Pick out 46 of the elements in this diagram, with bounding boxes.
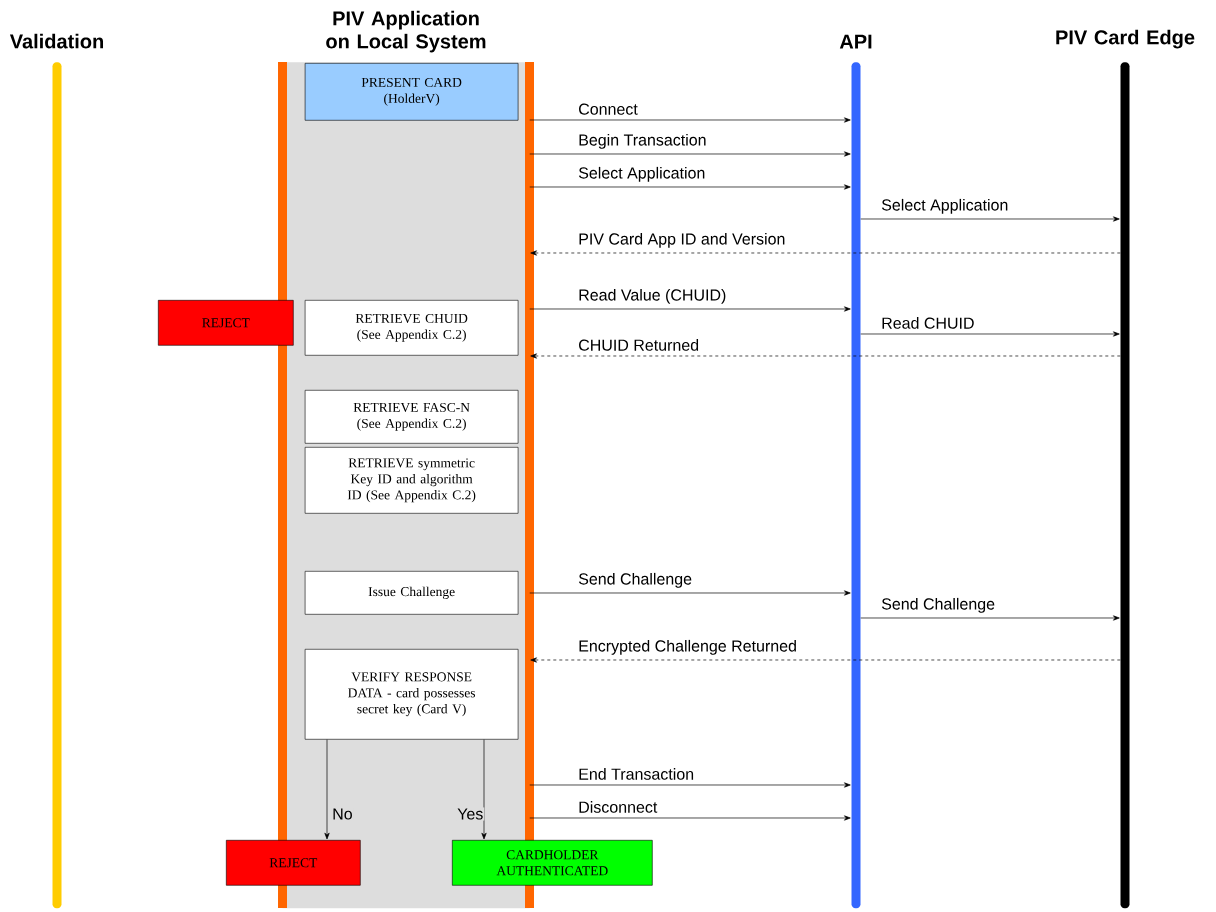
arrow [530, 353, 1121, 359]
node-label: PIV Application on Local System [326, 10, 486, 53]
process-box: RETRIEVE CHUID (See Appendix C.2) [304, 300, 519, 356]
edge-label: Disconnect [577, 800, 659, 814]
edge-label: Select Application [577, 165, 707, 183]
outcome-box: CARDHOLDER AUTHENTICATED [452, 840, 653, 886]
process-box: PRESENT CARD (HolderV) [304, 63, 519, 121]
edge-label: Connect [577, 102, 639, 116]
lifeline: API [839, 34, 872, 909]
arrow [529, 184, 851, 190]
edge-label: Read Value (CHUID) [577, 287, 728, 305]
arrow [529, 151, 851, 157]
arrow [529, 782, 851, 788]
edge-label: Send Challenge [577, 571, 694, 589]
edge-label: Yes [456, 807, 485, 821]
edge-label: PIV Card App ID and Version [577, 231, 787, 249]
arrow [530, 250, 1121, 256]
arrow [481, 739, 487, 840]
arrow [530, 657, 1121, 663]
process-box: RETRIEVE FASC-N (See Appendix C.2) [304, 390, 519, 444]
arrow [529, 590, 851, 596]
edge-label: Select Application [880, 197, 1010, 215]
arrow [529, 306, 851, 312]
edge-label: Encrypted Challenge Returned [577, 638, 798, 656]
arrow [529, 117, 851, 123]
edge-label: Send Challenge [880, 596, 997, 614]
lifeline: PIV Card Edge [1056, 29, 1195, 909]
reject-box: REJECT [226, 840, 361, 886]
node-label: API [839, 34, 872, 49]
edge-label: CHUID Returned [577, 338, 701, 352]
process-box: Issue Challenge [304, 571, 519, 615]
arrow [529, 815, 851, 821]
node-label: Validation [9, 33, 104, 49]
arrow [860, 216, 1120, 222]
lifeline: Validation [9, 33, 103, 909]
arrow [324, 739, 330, 840]
edge-label: Begin Transaction [577, 132, 708, 150]
arrow [860, 615, 1120, 621]
arrow [860, 331, 1120, 337]
node-label: PIV Card Edge [1056, 29, 1195, 49]
reject-box: REJECT [158, 300, 294, 346]
process-box: RETRIEVE symmetric Key ID and algorithm ID (See Appendix C.2) [304, 447, 519, 514]
process-box: VERIFY RESPONSE DATA - card possesses secret key (Card V) [304, 649, 519, 740]
edge-label: End Transaction [577, 767, 696, 781]
edge-label: Read CHUID [880, 316, 976, 330]
edge-label: No [331, 807, 354, 821]
